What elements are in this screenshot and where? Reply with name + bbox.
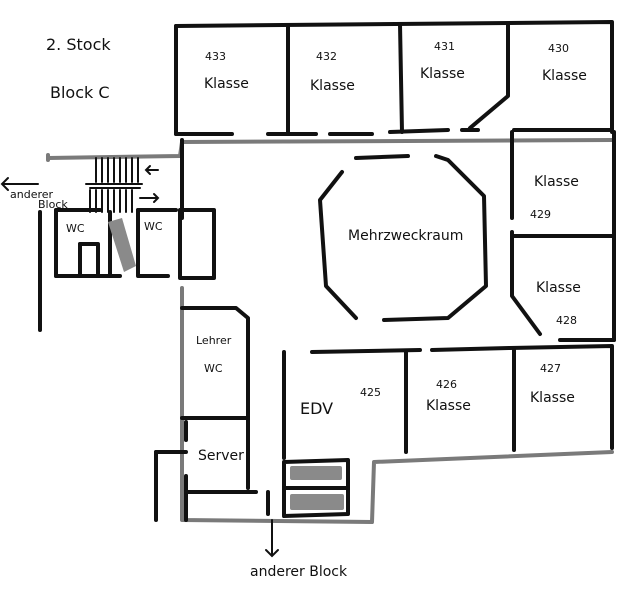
room-428-number: 428 <box>556 314 577 327</box>
room-433-name: Klasse <box>204 76 249 92</box>
exit-south-label: anderer Block <box>250 564 348 580</box>
right-classrooms-walls <box>510 130 616 342</box>
wc-left-label: WC <box>66 222 85 235</box>
room-432-number: 432 <box>316 50 337 63</box>
multipurpose-room-label: Mehrzweckraum <box>348 228 463 244</box>
room-427-name: Klasse <box>530 390 575 406</box>
room-433-number: 433 <box>205 50 226 63</box>
room-431-name: Klasse <box>420 66 465 82</box>
multipurpose-room-walls <box>318 154 488 322</box>
room-432-name: Klasse <box>310 78 355 94</box>
room-426-name: Klasse <box>426 398 471 414</box>
stairs <box>85 157 160 213</box>
room-430-name: Klasse <box>542 68 587 84</box>
bottom-classrooms-walls <box>282 344 614 460</box>
lower-wing-walls <box>154 306 350 522</box>
teacher-wc-line2: WC <box>204 362 223 375</box>
west-wing-walls <box>38 138 216 332</box>
room-427-number: 427 <box>540 362 561 375</box>
exit-arrows <box>0 177 279 558</box>
room-428-name: Klasse <box>536 280 581 296</box>
exit-west-line1: anderer <box>10 188 54 201</box>
teacher-wc-line1: Lehrer <box>196 334 232 347</box>
floor-label: 2. Stock <box>46 35 111 54</box>
room-429-name: Klasse <box>534 174 579 190</box>
room-426-number: 426 <box>436 378 457 391</box>
room-425-name: EDV <box>300 399 333 418</box>
top-classrooms-walls <box>174 20 614 136</box>
room-430-number: 430 <box>548 42 569 55</box>
wc-right-label: WC <box>144 220 163 233</box>
block-label: Block C <box>50 83 110 102</box>
room-431-number: 431 <box>434 40 455 53</box>
room-425-number: 425 <box>360 386 381 399</box>
server-room-label: Server <box>198 448 244 464</box>
hatched-stairs <box>108 218 344 510</box>
room-429-number: 429 <box>530 208 551 221</box>
exit-west-line2: Block <box>38 198 68 211</box>
